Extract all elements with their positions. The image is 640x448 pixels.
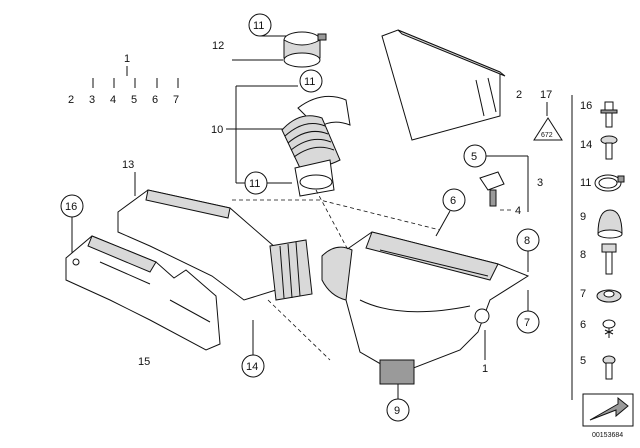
coupling-bottom-ring xyxy=(283,52,321,68)
callout-10: 10 xyxy=(211,124,223,136)
index-group: 1 2 3 4 5 6 7 xyxy=(68,53,179,106)
callout-circle-11b xyxy=(299,69,323,93)
legend-part-11-icon xyxy=(594,174,625,192)
callout-1-bottom: 1 xyxy=(482,363,488,375)
sensor-stem xyxy=(489,189,497,207)
assembly-guides xyxy=(232,189,441,361)
legend-label-16: 16 xyxy=(580,100,592,112)
callout-3-left: 3 xyxy=(89,94,95,106)
legend-label-5: 5 xyxy=(580,355,586,367)
callout-17: 17 xyxy=(540,89,552,101)
callout-6-mid: 6 xyxy=(450,195,456,207)
coupling-group: 11 12 11 xyxy=(212,13,327,93)
warning-label-group: 17 672 xyxy=(533,89,563,141)
callout-1-top: 1 xyxy=(124,53,130,65)
hose-group: 10 11 xyxy=(211,85,351,197)
legend-part-5-icon xyxy=(602,355,616,380)
legend-part-14-icon xyxy=(600,135,618,160)
direction-arrow-icon xyxy=(589,396,629,421)
callout-9-mid: 9 xyxy=(394,405,400,417)
callout-circle-6-mid xyxy=(442,188,466,212)
legend-label-6: 6 xyxy=(580,319,586,331)
callout-7-mid: 7 xyxy=(524,317,530,329)
callout-3-mid: 3 xyxy=(537,177,543,189)
lower-duct-clip xyxy=(72,258,80,266)
callout-6-left: 6 xyxy=(152,94,158,106)
catalog-number: 00153684 xyxy=(592,432,623,439)
footer-group: 00153684 xyxy=(582,393,634,439)
callout-11b: 11 xyxy=(304,76,315,88)
callout-7-left: 7 xyxy=(173,94,179,106)
legend-label-11: 11 xyxy=(580,177,591,189)
housing-drain xyxy=(379,359,415,385)
housing-group: 6 8 7 1 9 xyxy=(321,188,540,422)
callout-2-right: 2 xyxy=(516,89,522,101)
callout-8-mid: 8 xyxy=(524,235,530,247)
seal-ribs xyxy=(279,241,301,299)
housing-ribs xyxy=(359,249,489,313)
legend-label-7: 7 xyxy=(580,288,586,300)
lower-duct-ribs xyxy=(99,261,211,323)
lower-duct-top xyxy=(87,235,157,273)
sensor-group: 5 3 4 xyxy=(463,144,543,217)
intake-duct-top xyxy=(145,189,231,219)
legend-part-7-icon xyxy=(596,289,622,303)
legend-group: 16 14 11 9 8 7 xyxy=(571,95,625,400)
callout-16-left: 16 xyxy=(65,201,77,213)
callout-4-mid: 4 xyxy=(515,205,521,217)
callout-11c: 11 xyxy=(249,178,260,190)
legend-part-9-icon xyxy=(597,209,623,239)
filter-element-group: 2 xyxy=(381,29,522,141)
filter-top-edge xyxy=(397,29,506,77)
legend-label-8: 8 xyxy=(580,249,586,261)
legend-label-14: 14 xyxy=(580,139,592,151)
warning-label-text: 672 xyxy=(541,132,553,139)
housing-mount-grommet xyxy=(474,308,490,324)
callout-11a: 11 xyxy=(253,20,264,32)
lower-duct-group: 16 15 14 xyxy=(60,194,265,378)
housing-lid-rim xyxy=(365,231,499,281)
warning-triangle xyxy=(533,117,563,141)
legend-part-6-icon xyxy=(602,319,616,338)
housing-inlet xyxy=(321,246,353,301)
callout-14: 14 xyxy=(246,361,258,373)
sensor-body xyxy=(479,171,505,191)
callout-5-mid: 5 xyxy=(471,151,477,163)
callout-13: 13 xyxy=(122,159,134,171)
coupling-screw xyxy=(317,33,327,41)
hose-outlet-ring xyxy=(299,174,333,190)
legend-part-8-icon xyxy=(601,243,617,275)
callout-4-left: 4 xyxy=(110,94,116,106)
callout-15: 15 xyxy=(138,356,150,368)
callout-2-left: 2 xyxy=(68,94,74,106)
legend-part-16-icon xyxy=(600,101,618,128)
bellows-ribs xyxy=(284,123,335,158)
callout-12: 12 xyxy=(212,40,224,52)
callout-5-left: 5 xyxy=(131,94,137,106)
filter-element xyxy=(381,29,501,141)
intake-duct-group: 13 xyxy=(117,159,313,301)
filter-pleats xyxy=(475,77,497,117)
leader-6-mid xyxy=(435,210,451,237)
legend-label-9: 9 xyxy=(580,211,586,223)
